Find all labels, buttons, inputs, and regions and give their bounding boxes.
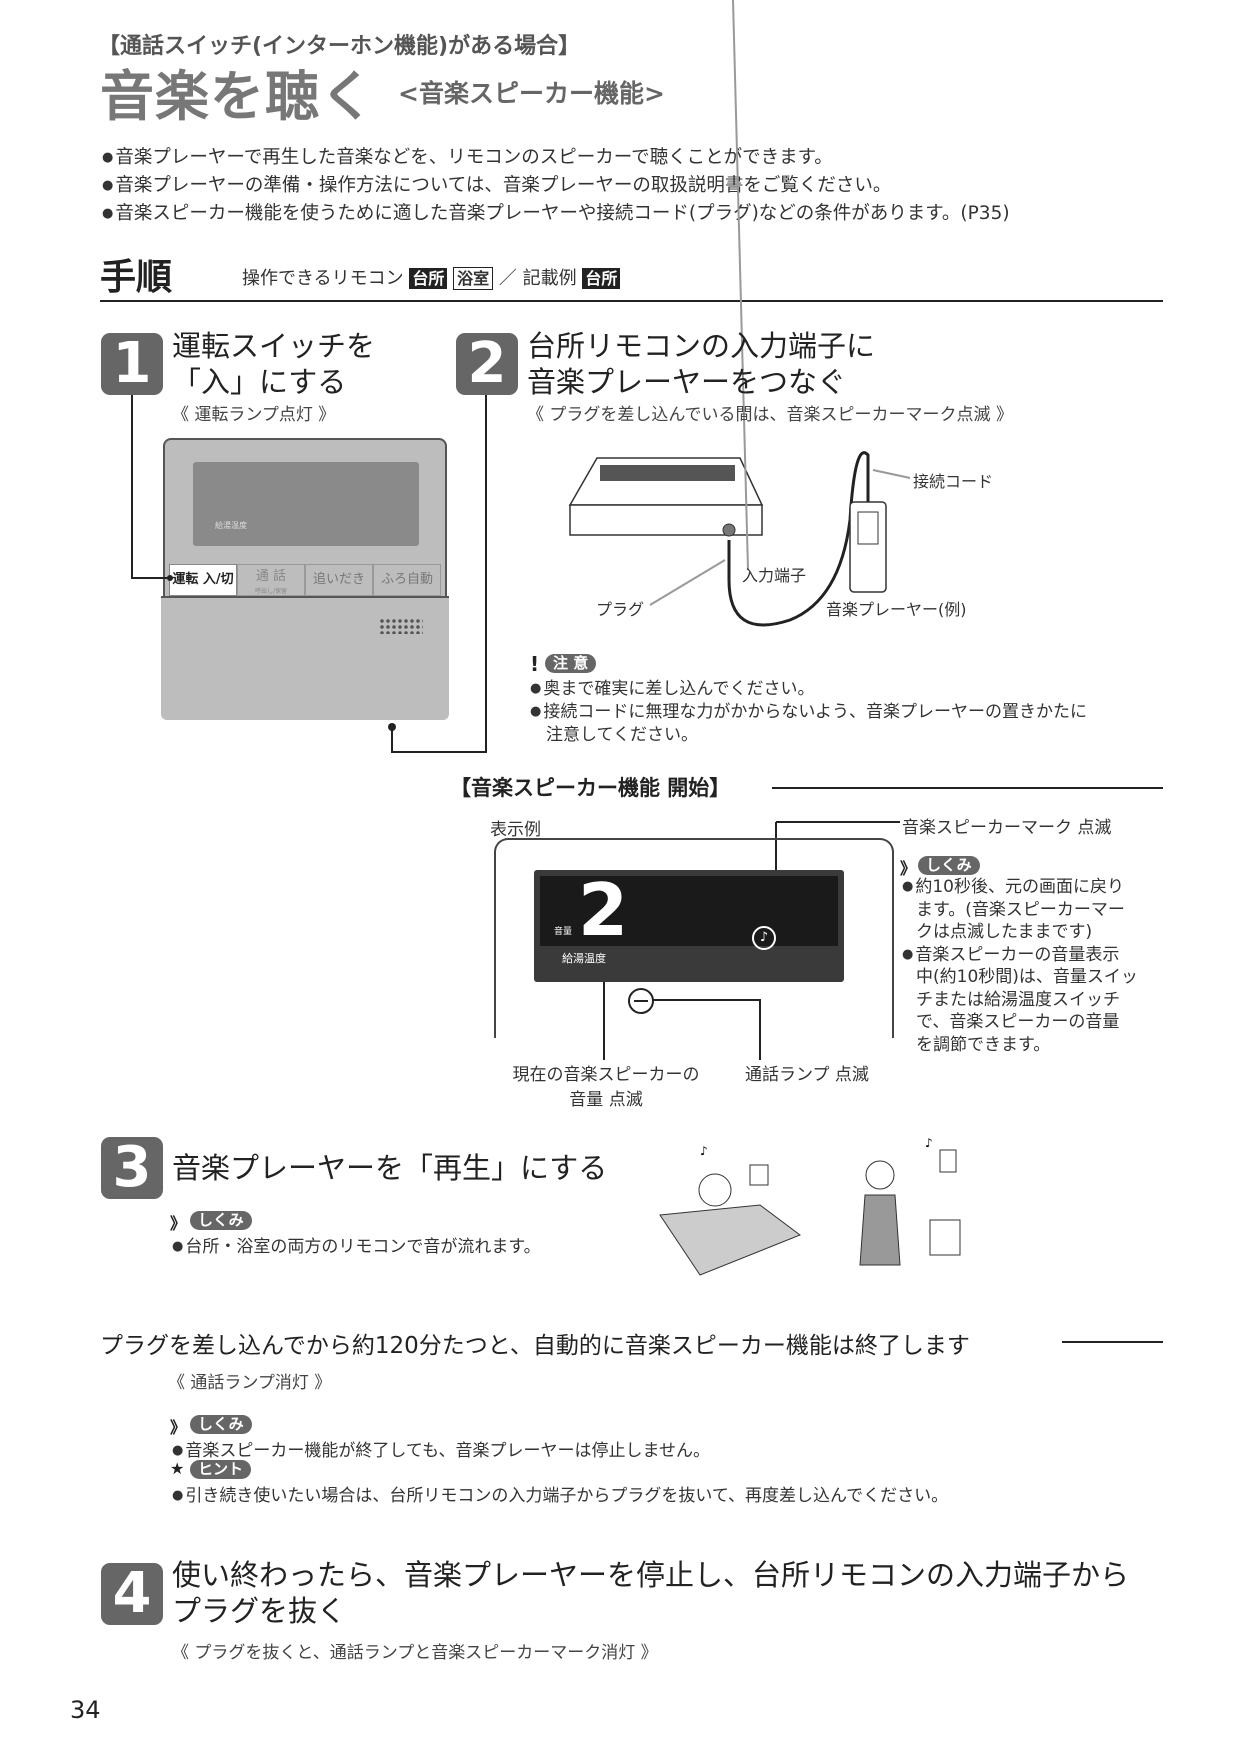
music-speaker-icon: ♪: [752, 926, 776, 950]
mechanism-tag: しくみ: [918, 856, 980, 875]
step-4-note: 《 プラグを抜くと、通話ランプと音楽スピーカーマーク消灯 》: [172, 1643, 658, 1663]
bath-remote-tag: 浴室: [453, 267, 494, 290]
current-volume-label: 現在の音楽スピーカーの音量 点滅: [506, 1060, 706, 1110]
speaker-grille: [379, 618, 423, 634]
step-1-badge: 1: [101, 333, 163, 395]
step-4-title: 使い終わったら、音楽プレーヤーを停止し、台所リモコンの入力端子からプラグを抜く: [172, 1557, 1129, 1629]
intro-item: 音楽プレーヤーの準備・操作方法については、音楽プレーヤーの取扱説明書をご覧くださ…: [102, 171, 891, 197]
example-remote-tag: 台所: [582, 268, 621, 289]
temp-label: 給湯温度: [562, 952, 606, 965]
lcd-inner: [540, 876, 838, 946]
jack-label: 入力端子: [742, 566, 807, 585]
display-label: 給湯温度: [215, 521, 247, 530]
mechanism-line: 中(約10秒間)は、音量スイッ: [916, 967, 1138, 987]
separator: ／: [498, 268, 517, 289]
auto-bath-button[interactable]: ふろ自動: [373, 564, 441, 596]
mechanism-line: クは点滅したままです): [916, 922, 1093, 942]
step-4-title-line: 使い終わったら、音楽プレーヤーを停止し、台所リモコンの入力端子から: [172, 1558, 1130, 1592]
display-example-label: 表示例: [490, 820, 541, 840]
chevron-icon: 》: [170, 1418, 187, 1437]
star-icon: ★: [170, 1459, 185, 1478]
cord-label: 接続コード: [913, 472, 994, 491]
page-title: 音楽を聴く: [100, 65, 375, 128]
remote-buttons: 運転 入/切 通 話呼出し/保留 追いだき ふろ自動: [169, 564, 441, 596]
remote-display-example: 音量 2 給湯温度 ♪: [494, 838, 894, 1038]
mechanism-tag: しくみ: [190, 1415, 252, 1434]
talk-button[interactable]: 通 話呼出し/保留: [237, 564, 305, 596]
page-subtitle: <音楽スピーカー機能>: [398, 79, 665, 108]
step-4-title-line: プラグを抜く: [172, 1594, 347, 1628]
hint-item: 引き続き使いたい場合は、台所リモコンの入力端子からプラグを抜いて、再度差し込んで…: [172, 1481, 948, 1506]
step-1-title: 運転スイッチを「入」にする: [172, 328, 375, 400]
volume-value: 2: [578, 868, 629, 952]
svg-text:♪: ♪: [700, 1144, 708, 1158]
talk-sub-label: 呼出し/保留: [254, 588, 288, 595]
kitchen-remote-illustration: 給湯温度 運転 入/切 通 話呼出し/保留 追いだき ふろ自動: [161, 438, 449, 720]
mechanism-tag: しくみ: [190, 1211, 252, 1230]
procedure-heading: 手順: [100, 257, 173, 298]
caution-tag: 注 意: [545, 654, 597, 673]
talk-lamp-icon: [628, 988, 654, 1014]
caution-icon: !: [530, 652, 540, 676]
auto-end-note: 《 通話ランプ消灯 》: [168, 1373, 332, 1393]
step-3-badge: 3: [101, 1137, 163, 1199]
caution-item: 接続コードに無理な力がかからないよう、音楽プレーヤーの置きかたに: [530, 697, 1087, 722]
auto-end-heading: プラグを差し込んでから約120分たつと、自動的に音楽スピーカー機能は終了します: [100, 1333, 970, 1359]
caution-item-cont: 注意してください。: [546, 725, 698, 745]
power-button[interactable]: 運転 入/切: [169, 564, 237, 596]
intro-item: 音楽スピーカー機能を使うために適した音楽プレーヤーや接続コード(プラグ)などの条…: [102, 199, 1009, 225]
chevron-icon: 》: [900, 859, 917, 878]
category-heading: 【通話スイッチ(インターホン機能)がある場合】: [98, 34, 581, 59]
mechanism-line: 約10秒後、元の画面に戻り: [902, 876, 1138, 899]
remote-label: 操作できるリモコン: [242, 268, 404, 289]
mechanism-line: ます。(音楽スピーカーマー: [916, 899, 1125, 920]
plug-label: プラグ: [596, 600, 645, 619]
step-2-title-line: 台所リモコンの入力端子に: [527, 329, 876, 363]
player-label: 音楽プレーヤー(例): [826, 600, 967, 619]
step-4-badge: 4: [101, 1563, 163, 1625]
caution-item: 奥まで確実に差し込んでください。: [530, 674, 814, 699]
example-label: 記載例: [522, 268, 577, 289]
step-1-note: 《 運転ランプ点灯 》: [172, 405, 336, 425]
bath-kitchen-illustration: ♪♪: [659, 1136, 961, 1276]
mechanism-line: で、音楽スピーカーの音量: [916, 1012, 1120, 1032]
intro-item: 音楽プレーヤーで再生した音楽などを、リモコンのスピーカーで聴くことができます。: [102, 143, 832, 169]
label-line: 音量 点滅: [569, 1090, 643, 1110]
mechanism-item: 音楽スピーカー機能が終了しても、音楽プレーヤーは停止しません。: [172, 1436, 710, 1461]
volume-label: 音量: [554, 927, 573, 937]
mechanism-line: を調節できます。: [916, 1034, 1051, 1055]
step-1-title-line: 運転スイッチを: [172, 329, 376, 363]
mechanism-line: 音楽スピーカーの音量表示: [902, 944, 1138, 967]
label-line: 現在の音楽スピーカーの: [512, 1065, 700, 1085]
step-2-note: 《 プラグを差し込んでいる間は、音楽スピーカーマーク点滅 》: [527, 405, 1013, 425]
step-1-title-line: 「入」にする: [172, 365, 347, 399]
page-number: 34: [70, 1696, 101, 1724]
remote-info: 操作できるリモコン 台所 浴室 ／ 記載例 台所: [242, 264, 621, 290]
remote-display: 給湯温度: [193, 462, 419, 546]
step-2-title-line: 音楽プレーヤーをつなぐ: [527, 365, 847, 399]
mark-label: 音楽スピーカーマーク 点滅: [902, 818, 1112, 838]
mechanism-text: 約10秒後、元の画面に戻り ます。(音楽スピーカーマー クは点滅したままです) …: [902, 876, 1138, 1056]
remote-cover: [161, 596, 449, 720]
start-section-heading: 【音楽スピーカー機能 開始】: [450, 776, 731, 800]
divider: [100, 300, 1163, 302]
svg-text:♪: ♪: [925, 1136, 933, 1150]
chevron-icon: 》: [170, 1214, 187, 1233]
step-3-title: 音楽プレーヤーを「再生」にする: [172, 1151, 608, 1185]
talk-lamp-label: 通話ランプ 点滅: [745, 1065, 869, 1085]
step-2-badge: 2: [456, 333, 518, 395]
hint-tag: ヒント: [190, 1460, 252, 1479]
step-2-title: 台所リモコンの入力端子に音楽プレーヤーをつなぐ: [527, 328, 875, 400]
divider: [772, 787, 1163, 789]
kitchen-remote-tag: 台所: [409, 268, 448, 289]
reheat-button[interactable]: 追いだき: [305, 564, 373, 596]
mechanism-item: 台所・浴室の両方のリモコンで音が流れます。: [172, 1232, 540, 1257]
lcd-panel: 音量 2 給湯温度 ♪: [534, 870, 844, 982]
mechanism-line: チまたは給湯温度スイッチ: [916, 989, 1120, 1010]
divider: [1062, 1341, 1163, 1343]
talk-label: 通 話: [255, 569, 287, 584]
